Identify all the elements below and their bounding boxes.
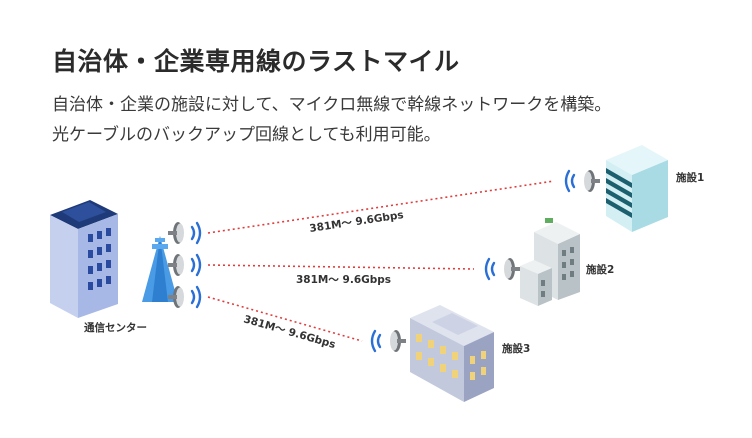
facility-3-signal-wave: [370, 329, 382, 353]
description-line-2: 光ケーブルのバックアップ回線としても利用可能。: [52, 125, 441, 145]
link-line-2: [207, 264, 475, 270]
link-label-3: 381M～ 9.6Gbps: [242, 313, 337, 351]
facility-3-dish: [390, 330, 406, 352]
description-line-1: 自治体・企業の施設に対して、マイクロ無線で幹線ネットワークを構築。: [52, 95, 612, 115]
facility-2-label: 施設2: [586, 263, 614, 276]
center-signal-wave-3: [190, 285, 202, 309]
facility-1-signal-wave: [564, 169, 576, 193]
facility-2-building: [520, 218, 580, 306]
facility-2-dish: [504, 258, 520, 280]
facility-1-label: 施設1: [676, 171, 704, 184]
communication-center-label: 通信センター: [84, 321, 147, 334]
link-label-1: 381M～ 9.6Gbps: [309, 209, 405, 235]
link-line-3: [207, 296, 363, 342]
link-line-1: [207, 180, 555, 234]
page-title: 自治体・企業専用線のラストマイル: [52, 47, 460, 76]
radio-tower: [142, 236, 178, 302]
center-signal-wave-2: [190, 253, 202, 277]
center-dish-1: [168, 222, 184, 244]
facility-2-signal-wave: [484, 257, 496, 281]
communication-center-building: [50, 200, 118, 318]
facility-1-building: [606, 145, 668, 232]
center-signal-wave-1: [190, 221, 202, 245]
facility-1-dish: [584, 170, 600, 192]
facility-3-label: 施設3: [502, 342, 530, 355]
facility-3-building: [410, 305, 494, 402]
link-label-2: 381M～ 9.6Gbps: [296, 274, 391, 286]
center-dish-2: [168, 254, 184, 276]
